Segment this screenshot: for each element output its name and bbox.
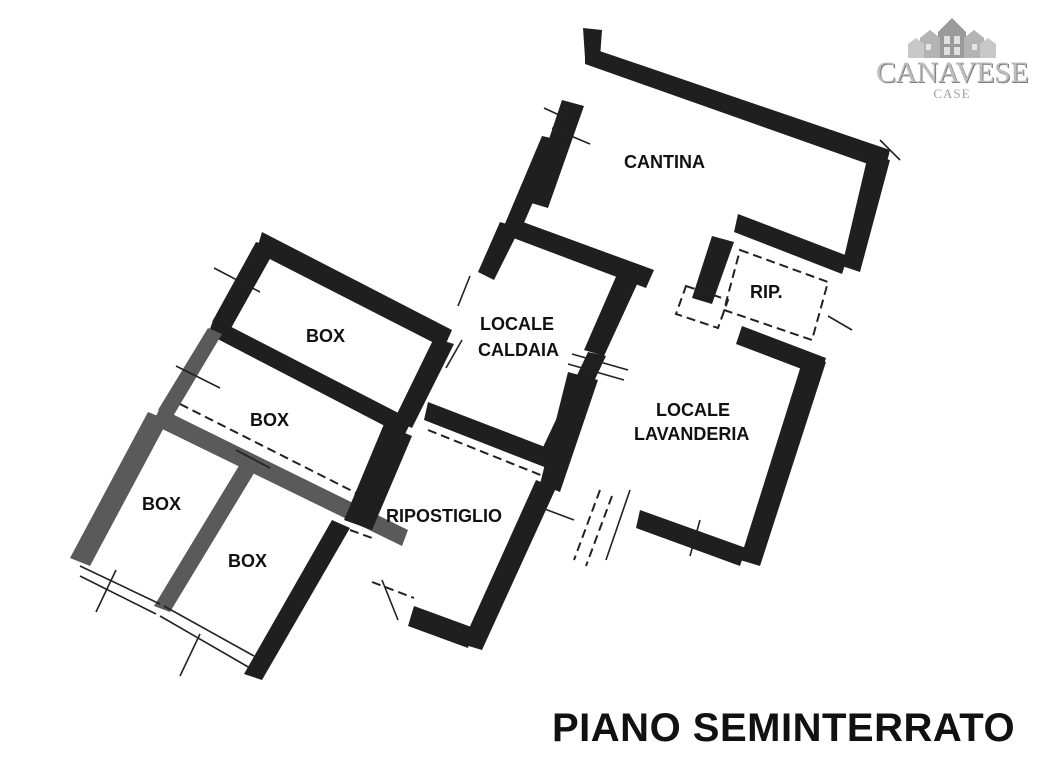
sketch-ticks [95, 107, 901, 677]
rip-walls [674, 236, 830, 342]
label-locale-lavanderia-line1: LOCALE [656, 400, 730, 420]
label-box-4: BOX [228, 551, 267, 571]
ripostiglio-walls [349, 429, 556, 650]
logo-subtitle: CASE [933, 86, 971, 101]
label-rip: RIP. [750, 282, 783, 302]
logo-wordmark: CANAVESE [876, 56, 1029, 89]
plan-title: PIANO SEMINTERRATO [552, 706, 1016, 750]
box-walls [70, 232, 454, 680]
lavanderia-walls [573, 326, 826, 567]
label-box-3: BOX [142, 494, 181, 514]
label-box-1: BOX [306, 326, 345, 346]
label-ripostiglio: RIPOSTIGLIO [386, 506, 502, 526]
caldaia-walls [424, 218, 654, 492]
label-cantina: CANTINA [624, 152, 705, 172]
label-locale-lavanderia-line2: LAVANDERIA [634, 424, 749, 444]
label-locale-caldaia-line1: LOCALE [480, 314, 554, 334]
cantina-walls [478, 28, 890, 280]
canavese-case-logo: CANAVESE CASE [876, 14, 1029, 101]
houses-icon [908, 18, 996, 58]
label-box-2: BOX [250, 410, 289, 430]
label-locale-caldaia-line2: CALDAIA [478, 340, 559, 360]
